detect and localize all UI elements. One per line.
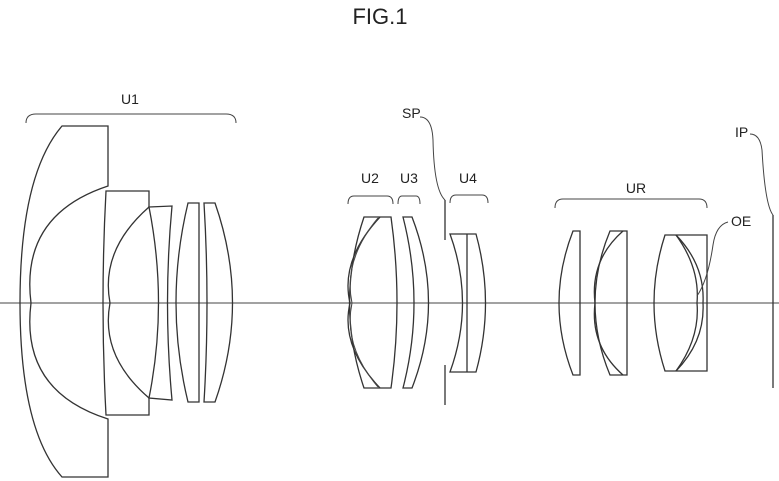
- u1-lens-5: [203, 202, 234, 403]
- optical-element-oe: [675, 234, 704, 372]
- ur-lens-3: [653, 234, 708, 372]
- figure-title: FIG.1: [352, 4, 407, 29]
- ur-lens-2: [594, 230, 628, 376]
- u3-lens: [402, 216, 430, 389]
- u2-label: U2: [361, 170, 379, 186]
- ur-bracket: [554, 198, 708, 209]
- ur-lens-1: [558, 230, 581, 376]
- u1-label: U1: [121, 91, 139, 107]
- u2-cemented-surface: [347, 216, 381, 389]
- oe-label: OE: [731, 213, 751, 229]
- u1-bracket: [25, 113, 237, 124]
- u1-lens-3: [148, 205, 173, 401]
- u4-bracket: [449, 194, 489, 204]
- u1-lens-2: [102, 190, 150, 416]
- u1-lens-1: [19, 125, 109, 478]
- u4-label: U4: [459, 170, 477, 186]
- ip-leader: [749, 133, 774, 216]
- optical-element-oe-inner: [675, 234, 698, 372]
- ur-label: UR: [626, 180, 646, 196]
- u4-lens: [449, 233, 487, 373]
- ip-label: IP: [735, 124, 748, 140]
- sp-leader: [419, 116, 446, 201]
- u2-cemented-surface-2: [349, 217, 379, 388]
- ur-lens-2-cemented-surface: [593, 230, 624, 376]
- u1-lens-4: [175, 202, 200, 403]
- u3-bracket: [397, 195, 421, 205]
- sp-label: SP: [402, 105, 421, 121]
- u3-label: U3: [400, 170, 418, 186]
- oe-leader: [696, 221, 729, 297]
- u2-bracket: [347, 195, 394, 205]
